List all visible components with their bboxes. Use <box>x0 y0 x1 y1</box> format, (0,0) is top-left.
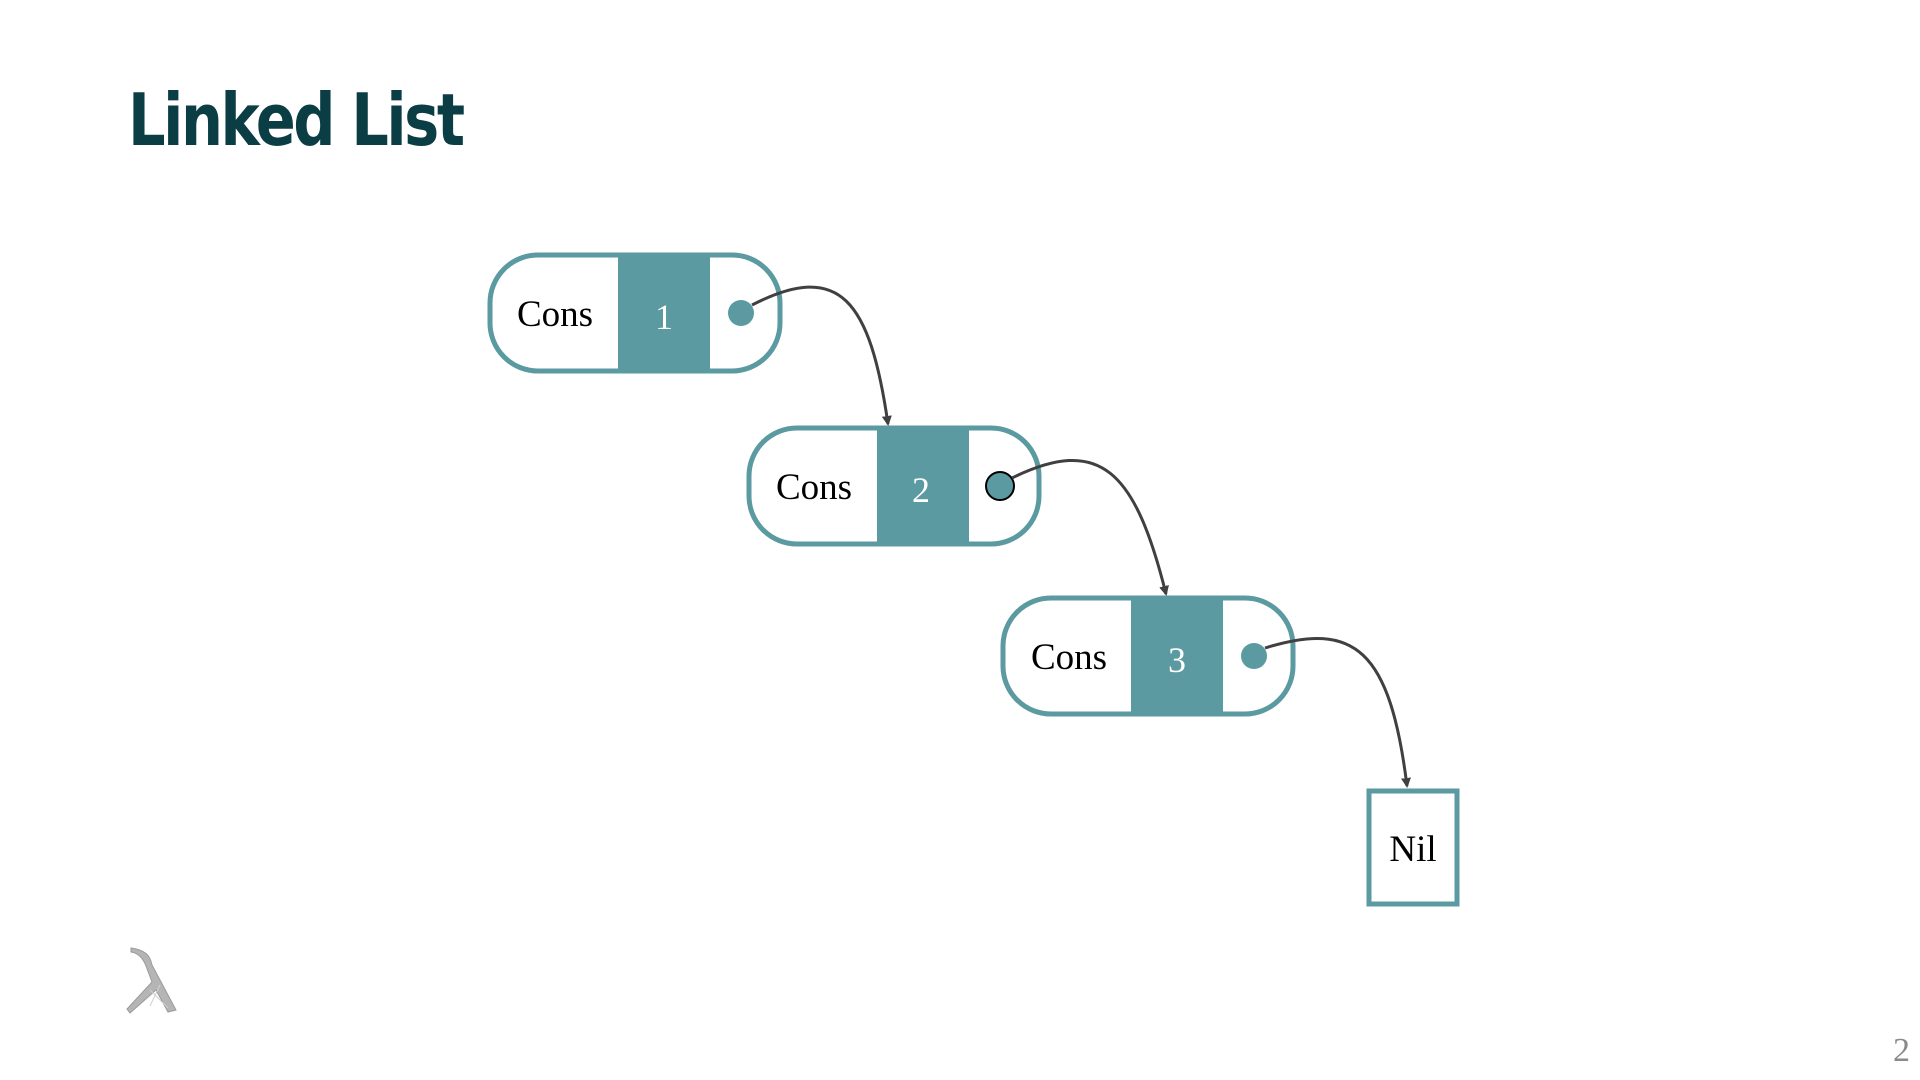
cons-node-3-pointer-dot <box>1241 643 1267 669</box>
link-arrow-3-to-nil <box>1264 636 1411 788</box>
cons-node-2-value-cell <box>877 428 969 544</box>
cons-node-3: Cons 3 <box>1000 595 1296 717</box>
nil-node-label: Nil <box>1389 829 1436 870</box>
cons-node-3-label: Cons <box>1031 637 1107 678</box>
slide-title: Linked List <box>128 78 465 162</box>
cons-node-1-value: 1 <box>655 297 673 337</box>
nil-node: Nil <box>1366 788 1460 907</box>
cons-node-3-value: 3 <box>1168 640 1186 680</box>
nil-node-border <box>1366 788 1460 907</box>
cons-node-3-value-cell <box>1131 598 1223 714</box>
lambda-logo-icon <box>126 947 177 1014</box>
cons-node-1-value-cell <box>618 255 710 371</box>
cons-node-2-pointer-dot <box>985 471 1015 501</box>
cons-node-2-label: Cons <box>776 467 852 508</box>
cons-node-2: Cons 2 <box>746 425 1042 547</box>
cons-node-1-label: Cons <box>517 294 593 335</box>
cons-node-1: Cons 1 <box>487 252 783 374</box>
link-arrow-2-to-3 <box>1011 459 1169 596</box>
cons-node-1-pointer-dot <box>728 300 754 326</box>
page-number: 2 <box>1893 1032 1910 1069</box>
cons-node-2-value: 2 <box>912 470 930 510</box>
link-arrow-1-to-2 <box>751 285 892 426</box>
